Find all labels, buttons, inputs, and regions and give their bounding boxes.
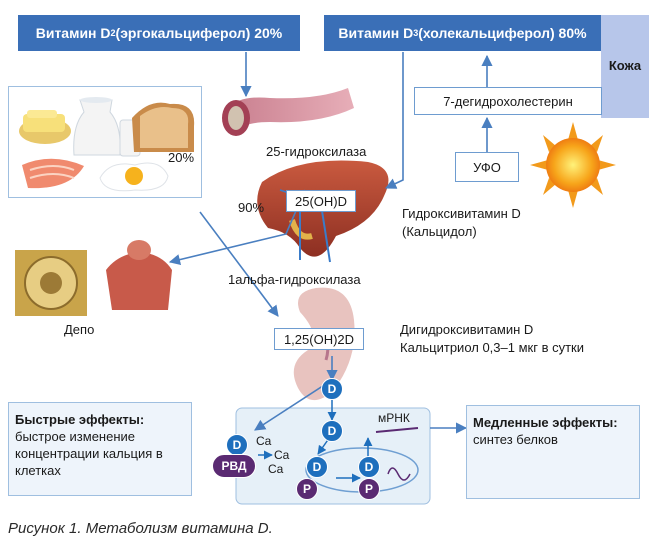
slow-effects-box: Медленные эффекты: синтез белков (466, 405, 640, 499)
mrna-strand (375, 427, 419, 433)
bread-icon (132, 102, 195, 152)
percent-90-label: 90% (238, 200, 265, 215)
p-badge-nucleus-left: P (296, 478, 318, 500)
skin-block (601, 15, 649, 118)
butter-icon (19, 110, 71, 144)
metabolite-25oh-label: 25(OH)D (294, 193, 347, 209)
skin-label: Кожа (608, 58, 642, 73)
d2-prefix: Витамин D (35, 25, 111, 41)
salmon-icon (22, 158, 84, 189)
fast-effects-text: быстрое изменение концентрации кальция в… (15, 429, 163, 478)
uv-box: УФО (455, 152, 519, 182)
hydroxy-d-line2: (Кальцидол) (402, 224, 477, 239)
slow-effects-text: синтез белков (473, 432, 558, 447)
d-badge-nucleus-left: D (306, 456, 328, 478)
hydroxylase-25-label: 25-гидроксилаза (266, 144, 367, 159)
dna-helix-icon (387, 467, 411, 481)
fast-effects-title: Быстрые эффекты: (15, 412, 145, 427)
intestine-icon (222, 88, 354, 136)
d3-prefix: Витамин D (338, 25, 414, 41)
hydroxy-d-line1: Гидроксивитамин D (402, 206, 521, 221)
d-badge-cell-left: D (226, 434, 248, 456)
dihydroxy-line2: Кальцитриол 0,3–1 мкг в сутки (400, 340, 584, 355)
calcium-label-3: Ca (268, 462, 284, 476)
dehydrocholesterol-label: 7-дегидрохолестерин (443, 93, 573, 109)
metabolite-125-box: 1,25(OH)2D (274, 328, 364, 350)
slow-effects-title: Медленные эффекты: (473, 415, 618, 430)
depot-label: Депо (64, 322, 95, 337)
d-badge-cell-top: D (321, 420, 343, 442)
calcium-label-2: Ca (274, 448, 290, 462)
milk-icon (73, 97, 141, 157)
mrna-label: мРНК (378, 411, 410, 425)
metabolite-125-label: 1,25(OH)2D (283, 331, 355, 347)
alpha-hydroxylase-label: 1альфа-гидроксилаза (228, 272, 361, 287)
calcium-label-1: Ca (256, 434, 272, 448)
uv-label: УФО (473, 159, 501, 175)
sun-icon (530, 122, 616, 208)
d2-subscript: 2 (110, 28, 116, 38)
d2-suffix: (эргокальциферол) 20% (115, 25, 283, 41)
fast-effects-box: Быстрые эффекты: быстрое изменение конце… (8, 402, 192, 496)
d-badge-kidney: D (321, 378, 343, 400)
dihydroxy-line1: Дигидроксивитамин D (400, 322, 534, 337)
dehydrocholesterol-box: 7-дегидрохолестерин (414, 87, 602, 115)
egg-icon (99, 162, 169, 192)
torso-icon (106, 240, 172, 310)
d-badge-nucleus-right: D (358, 456, 380, 478)
metabolite-25oh-box: 25(OH)D (286, 190, 356, 212)
rvd-badge: РВД (212, 454, 256, 478)
figure-caption: Рисунок 1. Метаболизм витамина D. (8, 520, 273, 537)
depot-tissue-icon (15, 250, 87, 316)
d3-suffix: (холекальциферол) 80% (418, 25, 587, 41)
food-percent: 20% (168, 150, 195, 165)
p-badge-nucleus-right: P (358, 478, 380, 500)
d3-subscript: 3 (413, 28, 419, 38)
